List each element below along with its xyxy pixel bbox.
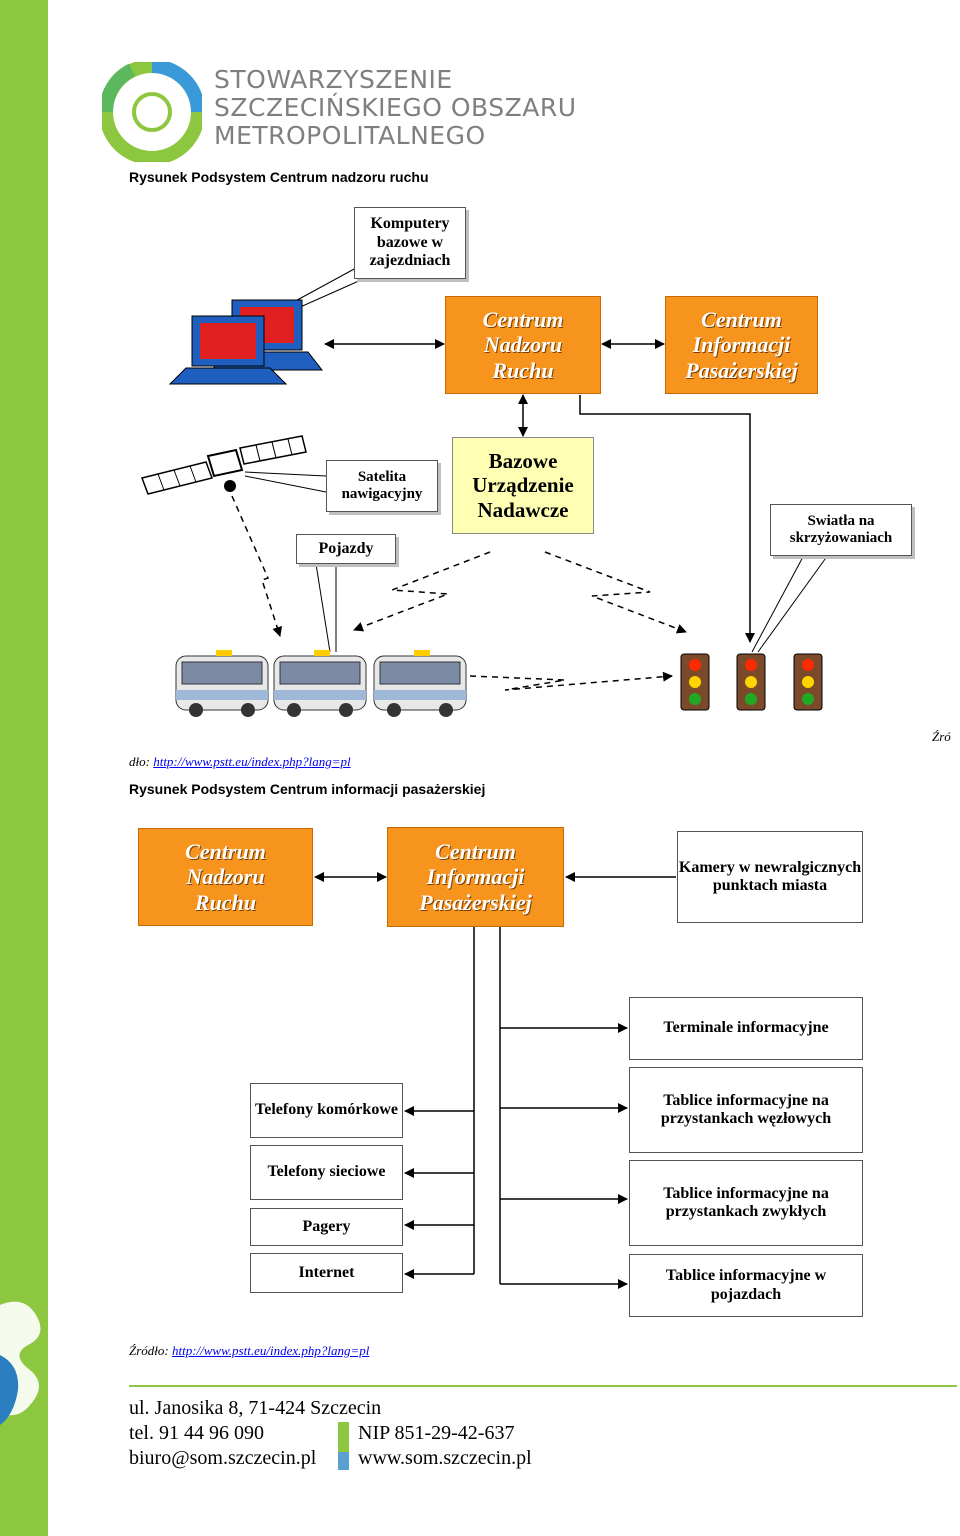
computer-icon [168,299,324,385]
figure1-source-prefix: Źró [932,729,951,744]
box-kamery: Kamery w newralgicznych punktach miasta [677,831,863,923]
box2-centrum-informacji-pasazerskiej: Centrum Informacji Pasażerskiej [387,827,564,927]
box-centrum-nadzoru-ruchu: Centrum Nadzoru Ruchu [445,296,601,394]
figure1-diagram [141,267,829,717]
box-tablice-pojazdy: Tablice informacyjne w pojazdach [629,1254,863,1317]
box-swiatla: Swiatła na skrzyżowaniach [770,504,912,556]
box-bazowe-urzadzenie-nadawcze: Bazowe Urządzenie Nadawcze [452,437,594,534]
logo-line-2: SZCZECIŃSKIEGO OBSZARU [214,93,577,122]
footer-separator-icon [338,1422,349,1470]
figure2-source-link[interactable]: http://www.pstt.eu/index.php?lang=pl [171,1343,370,1358]
som-logo-icon [102,62,202,162]
box2-centrum-nadzoru-ruchu: Centrum Nadzoru Ruchu [138,828,313,926]
figure1-caption: Rysunek Podsystem Centrum nadzoru ruchu [129,169,429,185]
footer-www: www.som.szczecin.pl [358,1447,532,1469]
box-centrum-informacji-pasazerskiej: Centrum Informacji Pasażerskiej [665,296,818,394]
logo-line-1: STOWARZYSZENIE [214,65,453,94]
footer-email: biuro@som.szczecin.pl [129,1447,317,1469]
footer-divider [129,1385,957,1387]
footer-tel: tel. 91 44 96 090 [129,1422,264,1444]
logo-text: STOWARZYSZENIE SZCZECIŃSKIEGO OBSZARU ME… [214,66,577,150]
box-tablice-wezlowe: Tablice informacyjne na przystankach węz… [629,1067,863,1153]
traffic-light-icon [793,653,823,711]
traffic-light-icon [736,653,766,711]
figure1-source: dło: http://www.pstt.eu/index.php?lang=p… [129,754,351,770]
box-satelita: Satelita nawigacyjny [326,460,438,512]
box-tablice-zwykle: Tablice informacyjne na przystankach zwy… [629,1160,863,1246]
bus-icon [273,650,367,717]
satellite-icon [141,435,307,495]
figure2-diagram [314,872,676,1289]
figure2-caption: Rysunek Podsystem Centrum informacji pas… [129,781,486,797]
figure1-source-rest: dło: [129,754,154,769]
box-telefony-komorkowe: Telefony komórkowe [250,1083,403,1138]
figure1-source-link[interactable]: http://www.pstt.eu/index.php?lang=pl [153,754,351,769]
figure2-source-label: Źródło: [129,1343,172,1358]
box-komputery-bazowe: Komputery bazowe w zajezdniach [354,207,466,279]
box-pagery: Pagery [250,1208,403,1246]
box-terminale: Terminale informacyjne [629,997,863,1060]
footer-nip: NIP 851-29-42-637 [358,1422,515,1444]
logo-line-3: METROPOLITALNEGO [214,121,486,150]
puzzle-decoration-icon [0,1301,41,1425]
bus-icon [373,650,467,717]
box-internet: Internet [250,1253,403,1293]
traffic-light-icon [680,653,710,711]
footer-address: ul. Janosika 8, 71-424 Szczecin [129,1397,382,1419]
box-pojazdy: Pojazdy [296,534,396,564]
green-sidebar [0,0,48,1536]
bus-icon [175,650,269,717]
figure2-source: Źródło: http://www.pstt.eu/index.php?lan… [129,1343,369,1359]
box-telefony-sieciowe: Telefony sieciowe [250,1145,403,1200]
